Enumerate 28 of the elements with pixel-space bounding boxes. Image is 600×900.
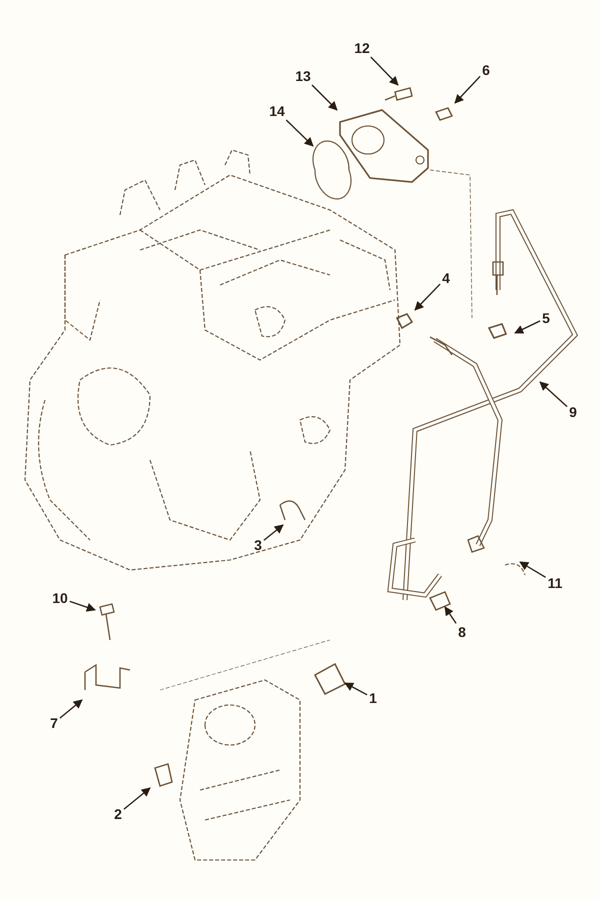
leader-arrow xyxy=(70,600,96,612)
callout-number: 11 xyxy=(548,575,562,591)
callout-number: 2 xyxy=(114,806,122,822)
leader-arrow xyxy=(59,699,83,719)
callout-number: 7 xyxy=(50,715,58,731)
leader-arrow xyxy=(312,84,338,111)
leader-arrow xyxy=(370,56,399,86)
callout-number: 1 xyxy=(369,690,377,706)
callout-number: 4 xyxy=(442,270,450,286)
leader-arrow xyxy=(286,120,314,147)
callout-number: 8 xyxy=(458,624,466,640)
leader-arrow xyxy=(514,320,540,334)
callout-number: 14 xyxy=(269,103,285,119)
callout-number: 9 xyxy=(569,404,577,420)
leader-arrow xyxy=(414,284,441,311)
leader-arrow xyxy=(264,524,284,541)
leader-arrow xyxy=(454,76,481,104)
callout-number: 13 xyxy=(295,68,311,84)
callout-number: 6 xyxy=(482,62,490,78)
callout-number: 10 xyxy=(52,590,68,606)
callout-number: 5 xyxy=(542,310,550,326)
callout-number: 12 xyxy=(354,40,370,56)
leader-arrow xyxy=(539,381,568,408)
callout-number: 3 xyxy=(254,537,262,553)
leader-arrow xyxy=(519,561,546,578)
leader-arrow xyxy=(444,606,457,624)
leader-arrow xyxy=(123,787,151,810)
leader-arrow xyxy=(344,682,368,696)
